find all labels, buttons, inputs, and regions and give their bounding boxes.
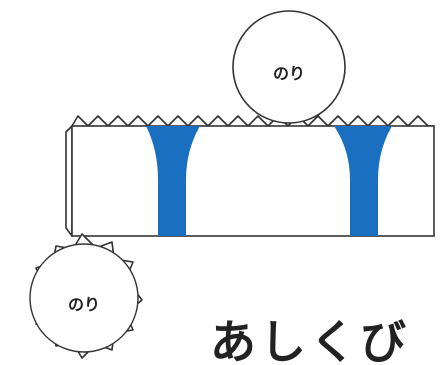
blue-stripe-left xyxy=(146,126,200,236)
part-title: あしくび xyxy=(210,315,410,365)
bottom-glue-tab xyxy=(29,243,139,353)
top-zigzag-edge xyxy=(71,115,434,127)
top-glue-label: のり xyxy=(273,64,305,83)
blue-stripe-right xyxy=(334,126,392,236)
top-glue-tab xyxy=(232,10,346,124)
left-side-flap xyxy=(65,125,73,237)
bottom-glue-label: のり xyxy=(68,295,100,314)
